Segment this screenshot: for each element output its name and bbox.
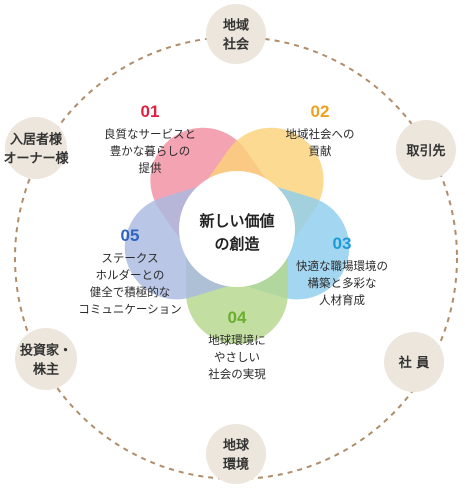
petal-04-text-line: やさしい <box>214 350 260 364</box>
petal-05-text-line: ホルダーとの <box>96 268 165 282</box>
petal-04-text-line: 地球環境に <box>208 333 266 347</box>
petal-01-number: 01 <box>141 102 160 121</box>
petal-02-text-line: 地域社会への <box>286 127 355 141</box>
stakeholder-label-line: 入居者様 <box>10 132 63 148</box>
stakeholder-label-line: 地域 <box>223 18 249 34</box>
center-title-line-1: 新しい価値 <box>199 212 274 230</box>
petal-05-number: 05 <box>121 226 140 245</box>
stakeholder-label-line: オーナー様 <box>3 151 69 167</box>
stakeholder-circle <box>206 4 266 64</box>
petal-05-text-line: ステークス <box>101 251 158 265</box>
petal-05-text-line: コミュニケーション <box>78 302 181 316</box>
stakeholder-label-line: 株主 <box>33 362 59 378</box>
stakeholder-circle <box>396 120 456 180</box>
stakeholder-circle <box>384 332 444 392</box>
stakeholder-circle <box>5 117 67 179</box>
stakeholder-label-line: 取引先 <box>406 143 445 159</box>
stakeholder-label-line: 社 員 <box>398 355 430 371</box>
stakeholder-label-line: 地球 <box>223 438 250 454</box>
petal-04-number: 04 <box>228 308 247 327</box>
stakeholder-circle <box>15 328 77 390</box>
petal-03-text-line: 快適な職場環境の <box>296 259 388 273</box>
petal-04-text-line: 社会の実現 <box>208 367 266 381</box>
stakeholder-circle <box>206 424 266 484</box>
center-circle <box>179 171 295 287</box>
petal-03-number: 03 <box>333 234 352 253</box>
petal-03-text-line: 構築と多彩な <box>308 276 377 290</box>
petal-01-text-line: 豊かな暮らしの <box>110 144 191 158</box>
petal-01-text-line: 提供 <box>139 161 162 175</box>
petal-05-text-line: 健全で積極的な <box>90 285 171 299</box>
petal-02-number: 02 <box>311 102 330 121</box>
stakeholder-label-line: 社会 <box>222 37 250 53</box>
stakeholder-label-line: 投資家・ <box>20 343 72 359</box>
center-title-line-2: の創造 <box>214 235 259 253</box>
petal-01-text-line: 良質なサービスと <box>104 127 196 141</box>
stakeholder-label-line: 環境 <box>223 457 249 473</box>
petal-02-text-line: 貢献 <box>309 144 332 158</box>
petal-03-text-line: 人材育成 <box>319 293 365 307</box>
